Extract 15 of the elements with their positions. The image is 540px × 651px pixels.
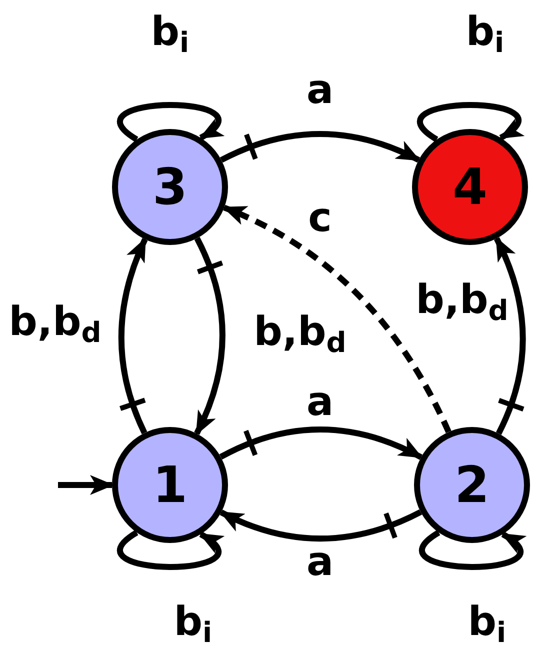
state-label: 1 [152,460,188,510]
arrow [219,426,423,460]
arrow [220,131,420,163]
arrow [58,475,114,495]
arrow [117,530,224,570]
arrow [494,236,526,435]
state-label: 3 [152,162,188,212]
state-label: 4 [452,162,488,212]
arrow [117,102,224,142]
arrow [219,509,422,542]
state-label: 2 [454,460,490,510]
arrow [118,238,148,434]
arrow [194,237,226,436]
arrow [419,530,526,570]
arrow [417,102,524,142]
